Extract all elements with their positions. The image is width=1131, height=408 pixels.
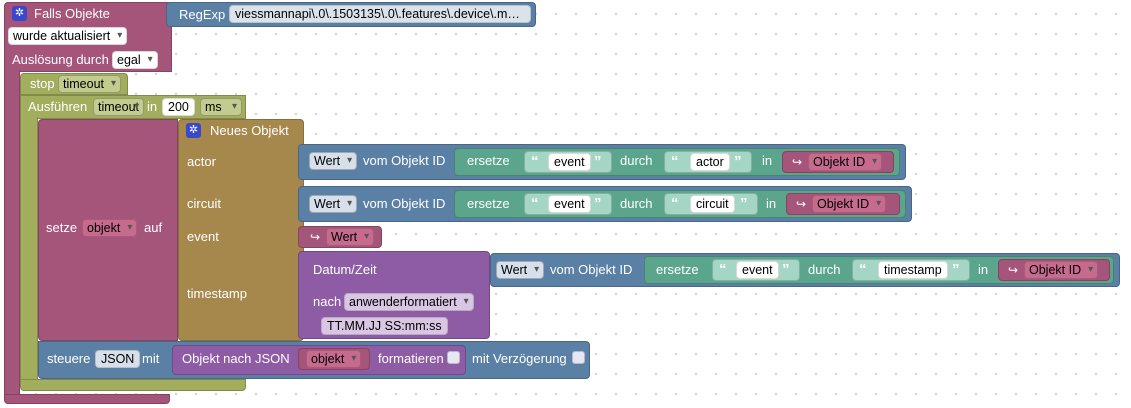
replace-label: ersetze bbox=[656, 262, 699, 277]
event-value-dropdown[interactable]: Wert bbox=[326, 228, 375, 246]
timeout-timer-dropdown[interactable]: timeout bbox=[93, 98, 144, 116]
quote-close-icon: ” bbox=[740, 195, 748, 212]
value-attr-dropdown[interactable]: Wert bbox=[309, 152, 358, 170]
new-object-title: Neues Objekt bbox=[210, 123, 289, 138]
new-object-block[interactable] bbox=[178, 119, 304, 341]
by-label: durch bbox=[620, 153, 653, 168]
replace-label: ersetze bbox=[467, 196, 510, 211]
regexp-input[interactable]: viessmannapi\.0\.1503135\.0\.features\.d… bbox=[229, 5, 531, 23]
return-arrow-icon: ↪ bbox=[792, 155, 803, 169]
of-object-label: vom Objekt ID bbox=[363, 153, 446, 168]
datetime-nach-label: nach bbox=[313, 294, 342, 309]
timeout-block-bottom bbox=[20, 379, 246, 391]
search-text-input[interactable]: event bbox=[548, 195, 591, 213]
replace-text-input[interactable]: circuit bbox=[690, 195, 735, 213]
search-text-input[interactable]: event bbox=[736, 261, 779, 279]
control-label: steuere bbox=[47, 351, 91, 366]
quote-open-icon: “ bbox=[859, 261, 867, 278]
return-arrow-icon: ↪ bbox=[310, 230, 321, 244]
in-label: in bbox=[762, 153, 773, 168]
event-block-bottom bbox=[4, 394, 170, 404]
trigger-by-dropdown[interactable]: egal bbox=[112, 51, 158, 69]
in-label: in bbox=[766, 196, 777, 211]
event-block-spine bbox=[4, 70, 20, 396]
value-attr-dropdown[interactable]: Wert bbox=[496, 261, 545, 279]
replace-label: ersetze bbox=[467, 153, 510, 168]
field-event-label: event bbox=[187, 229, 219, 244]
quote-open-icon: “ bbox=[531, 153, 539, 170]
object-var-dropdown[interactable]: objekt bbox=[306, 350, 362, 368]
field-timestamp-label: timestamp bbox=[187, 286, 247, 301]
quote-open-icon: “ bbox=[671, 195, 679, 212]
to-json-label: Objekt nach JSON bbox=[182, 351, 290, 366]
timeout-in-label: in bbox=[147, 99, 158, 114]
by-label: durch bbox=[620, 196, 653, 211]
replace-text-input[interactable]: timestamp bbox=[878, 261, 948, 279]
quote-close-icon: ” bbox=[782, 261, 790, 278]
delay-checkbox[interactable] bbox=[572, 351, 585, 364]
set-to-label: auf bbox=[144, 220, 163, 235]
timeout-unit-dropdown[interactable]: ms bbox=[200, 98, 242, 116]
object-id-dropdown[interactable]: Objekt ID bbox=[808, 153, 883, 171]
field-circuit-label: circuit bbox=[187, 196, 221, 211]
quote-open-icon: “ bbox=[671, 153, 679, 170]
replace-text-input[interactable]: actor bbox=[690, 153, 730, 171]
set-label: setze bbox=[46, 220, 78, 235]
return-arrow-icon: ↪ bbox=[796, 197, 807, 211]
control-mit-label: mit bbox=[142, 351, 160, 366]
of-object-label: vom Objekt ID bbox=[550, 262, 633, 277]
delay-label: mit Verzögerung bbox=[472, 351, 567, 366]
quote-open-icon: “ bbox=[719, 261, 727, 278]
in-label: in bbox=[978, 262, 989, 277]
timeout-label: Ausführen bbox=[28, 99, 88, 114]
format-label: formatieren bbox=[378, 351, 444, 366]
datetime-pattern-input[interactable]: TT.MM.JJ SS:mm:ss bbox=[321, 317, 448, 335]
field-actor-label: actor bbox=[187, 154, 216, 169]
quote-close-icon: ” bbox=[734, 153, 742, 170]
timeout-delay-input[interactable]: 200 bbox=[162, 98, 195, 116]
quote-open-icon: “ bbox=[531, 195, 539, 212]
timeout-block-spine bbox=[20, 117, 38, 381]
return-arrow-icon: ↪ bbox=[1008, 263, 1019, 277]
quote-close-icon: ” bbox=[594, 153, 602, 170]
object-id-dropdown[interactable]: Objekt ID bbox=[1024, 261, 1099, 279]
stop-timer-dropdown[interactable]: timeout bbox=[58, 75, 121, 93]
gear-icon[interactable]: ✲ bbox=[186, 123, 201, 138]
datetime-format-dropdown[interactable]: anwenderformatiert bbox=[344, 293, 474, 311]
datetime-label: Datum/Zeit bbox=[313, 262, 377, 277]
quote-close-icon: ” bbox=[594, 195, 602, 212]
search-text-input[interactable]: event bbox=[548, 153, 591, 171]
object-id-dropdown[interactable]: Objekt ID bbox=[812, 195, 887, 213]
value-attr-dropdown[interactable]: Wert bbox=[309, 195, 358, 213]
quote-close-icon: ” bbox=[952, 261, 960, 278]
trigger-by-label: Auslösung durch bbox=[12, 52, 109, 67]
regexp-label: RegExp bbox=[179, 7, 226, 22]
format-checkbox[interactable] bbox=[447, 351, 460, 364]
event-title: Falls Objekte bbox=[34, 6, 110, 21]
trigger-option-dropdown[interactable]: wurde aktualisiert bbox=[8, 27, 128, 45]
by-label: durch bbox=[808, 262, 841, 277]
gear-icon[interactable]: ✲ bbox=[12, 6, 27, 21]
of-object-label: vom Objekt ID bbox=[363, 196, 446, 211]
control-target-field[interactable]: JSON bbox=[95, 350, 141, 368]
stop-label: stop bbox=[30, 76, 55, 91]
set-variable-dropdown[interactable]: objekt bbox=[82, 219, 138, 237]
